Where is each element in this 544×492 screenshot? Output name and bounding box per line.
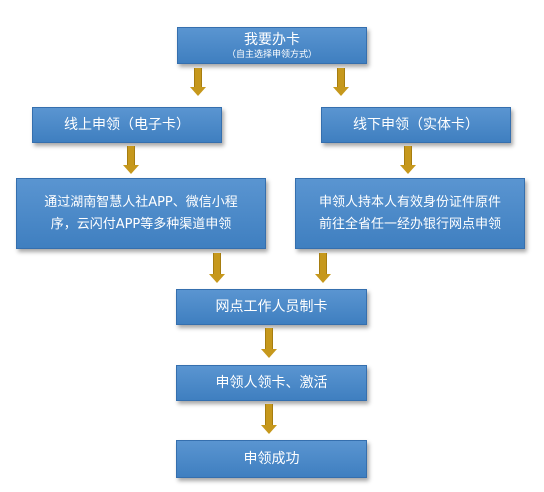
node-receive-activate-title: 申领人领卡、激活 xyxy=(215,375,328,391)
arrow-online-to-make-card xyxy=(209,253,225,283)
node-make-card-title: 网点工作人员制卡 xyxy=(215,299,328,315)
node-offline-application: 线下申领（实体卡） xyxy=(321,107,511,143)
node-success: 申领成功 xyxy=(176,440,367,478)
node-apply-card: 我要办卡 （自主选择申领方式） xyxy=(177,27,367,64)
node-online-channels: 通过湖南智慧人社APP、微信小程 序，云闪付APP等多种渠道申领 xyxy=(16,178,266,249)
node-offline-requirements-line1: 申领人持本人有效身份证件原件 xyxy=(318,194,501,210)
node-success-title: 申领成功 xyxy=(243,451,300,467)
node-online-channels-line2: 序，云闪付APP等多种渠道申领 xyxy=(50,216,232,232)
arrow-make-card-to-receive xyxy=(261,328,277,358)
node-offline-requirements-line2: 前往全省任一经办银行网点申领 xyxy=(318,216,501,232)
node-apply-card-subtitle: （自主选择申领方式） xyxy=(226,49,317,60)
arrow-apply-to-online xyxy=(190,68,206,96)
node-apply-card-title: 我要办卡 xyxy=(244,31,300,48)
node-offline-requirements: 申领人持本人有效身份证件原件 前往全省任一经办银行网点申领 xyxy=(295,178,525,249)
arrow-apply-to-offline xyxy=(333,68,349,96)
node-online-channels-line1: 通过湖南智慧人社APP、微信小程 xyxy=(44,194,238,210)
node-receive-activate: 申领人领卡、激活 xyxy=(176,365,367,401)
node-make-card: 网点工作人员制卡 xyxy=(176,289,367,325)
arrow-online-to-detail xyxy=(123,146,139,174)
arrow-offline-to-detail xyxy=(400,146,416,174)
node-offline-application-title: 线下申领（实体卡） xyxy=(353,117,479,133)
arrow-offline-to-make-card xyxy=(315,253,331,283)
arrow-receive-to-success xyxy=(261,404,277,434)
node-online-application: 线上申领（电子卡） xyxy=(32,107,222,143)
node-online-application-title: 线上申领（电子卡） xyxy=(64,117,190,133)
